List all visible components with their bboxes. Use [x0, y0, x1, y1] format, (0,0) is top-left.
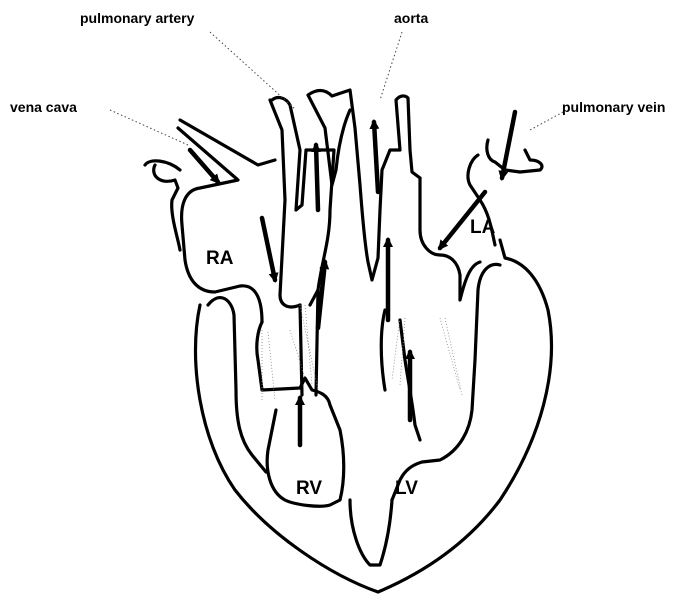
label-pulmonary-artery: pulmonary artery: [80, 10, 195, 26]
label-left-ventricle: LV: [395, 478, 418, 499]
arrow-vena-cava-in: [190, 150, 218, 182]
ventricle-inner-walls: [257, 322, 392, 565]
label-vena-cava: vena cava: [10, 99, 77, 115]
label-aorta: aorta: [394, 10, 428, 26]
leader-vena-cava: [110, 110, 188, 145]
label-right-atrium: RA: [206, 248, 234, 269]
arrow-ra-to-rv: [262, 218, 275, 280]
label-left-atrium: LA: [470, 217, 496, 238]
leader-pulmonary-vein: [530, 112, 563, 130]
arrow-pulmonary-up-2: [316, 145, 318, 210]
arrow-pulmonary-vein-in: [502, 112, 515, 178]
label-pulmonary-vein: pulmonary vein: [562, 99, 665, 115]
arrow-aorta-up-2: [374, 122, 378, 192]
label-right-ventricle: RV: [296, 478, 322, 499]
leader-aorta: [380, 32, 402, 100]
heart-outer-wall: [195, 240, 551, 592]
